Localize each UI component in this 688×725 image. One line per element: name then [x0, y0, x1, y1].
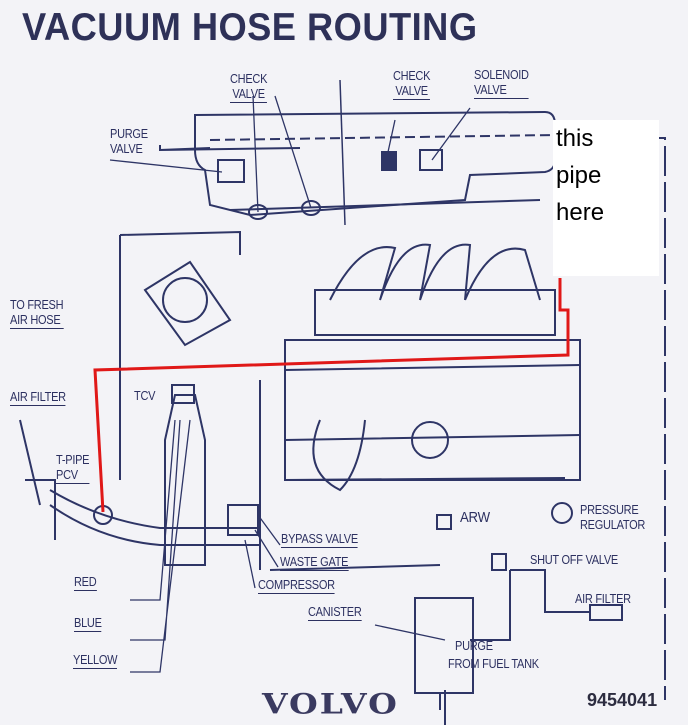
pressure-regulator-shape	[551, 502, 573, 524]
engine-block	[284, 339, 581, 481]
manifold	[314, 289, 556, 336]
note-line: pipe	[556, 162, 602, 189]
purge-valve-shape	[217, 159, 245, 183]
label-red: RED	[74, 575, 97, 591]
label-from-fuel-tank: FROM FUEL TANK	[448, 657, 539, 671]
canister-hoses	[439, 569, 590, 725]
color-leaders	[130, 419, 191, 673]
leader-lines	[109, 95, 471, 213]
arw-hose	[269, 564, 441, 571]
divider-line	[339, 79, 346, 226]
volvo-logo: VOLVO	[262, 686, 399, 721]
label-air-filter-left: AIR FILTER	[10, 390, 66, 406]
check-valve-shape	[301, 200, 321, 216]
label-arw: ARW	[460, 509, 490, 526]
page-title: VACUUM HOSE ROUTING	[22, 6, 478, 49]
highlighted-pipe	[93, 278, 570, 513]
tcv-body	[164, 394, 206, 566]
annotation-note: this pipe here	[553, 120, 659, 276]
note-line: this	[556, 125, 594, 152]
label-bypass-valve: BYPASS VALVE	[281, 532, 358, 548]
hose-left	[119, 230, 241, 480]
air-filter-box	[589, 604, 623, 621]
air-filter-shape	[19, 419, 56, 540]
intake-pipe	[49, 489, 260, 546]
part-number: 9454041	[587, 690, 658, 710]
canister-leader	[374, 624, 446, 641]
pulley	[411, 421, 449, 459]
waste-gate-shape	[227, 504, 259, 536]
label-tcv: TCV	[134, 389, 156, 403]
plenum-dash	[209, 134, 556, 141]
label-shut-off-valve: SHUT OFF VALVE	[530, 553, 618, 567]
solenoid-valve-shape	[419, 149, 443, 171]
throttle-body	[143, 260, 232, 347]
label-canister: CANISTER	[308, 605, 362, 621]
label-purge: PURGE	[455, 639, 493, 653]
shut-off-valve-shape	[491, 553, 507, 571]
label-compressor: COMPRESSOR	[258, 578, 335, 594]
purge-line	[159, 145, 301, 152]
label-air-filter-right: AIR FILTER	[575, 592, 631, 606]
note-line: here	[556, 199, 605, 226]
label-yellow: YELLOW	[73, 653, 118, 669]
hose-curve	[312, 419, 366, 492]
intake-runners	[329, 243, 541, 301]
arw-shape	[436, 514, 452, 530]
block-lines	[284, 364, 581, 481]
tcv-head	[171, 384, 195, 404]
throttle-bore	[162, 277, 208, 323]
hose-mid	[229, 199, 541, 211]
label-waste-gate: WASTE GATE	[280, 555, 349, 571]
label-blue: BLUE	[74, 616, 102, 632]
right-hose	[565, 137, 666, 700]
plenum-outline	[194, 110, 556, 217]
wastegate-leaders	[244, 514, 281, 589]
check-valve-shape	[381, 151, 397, 171]
